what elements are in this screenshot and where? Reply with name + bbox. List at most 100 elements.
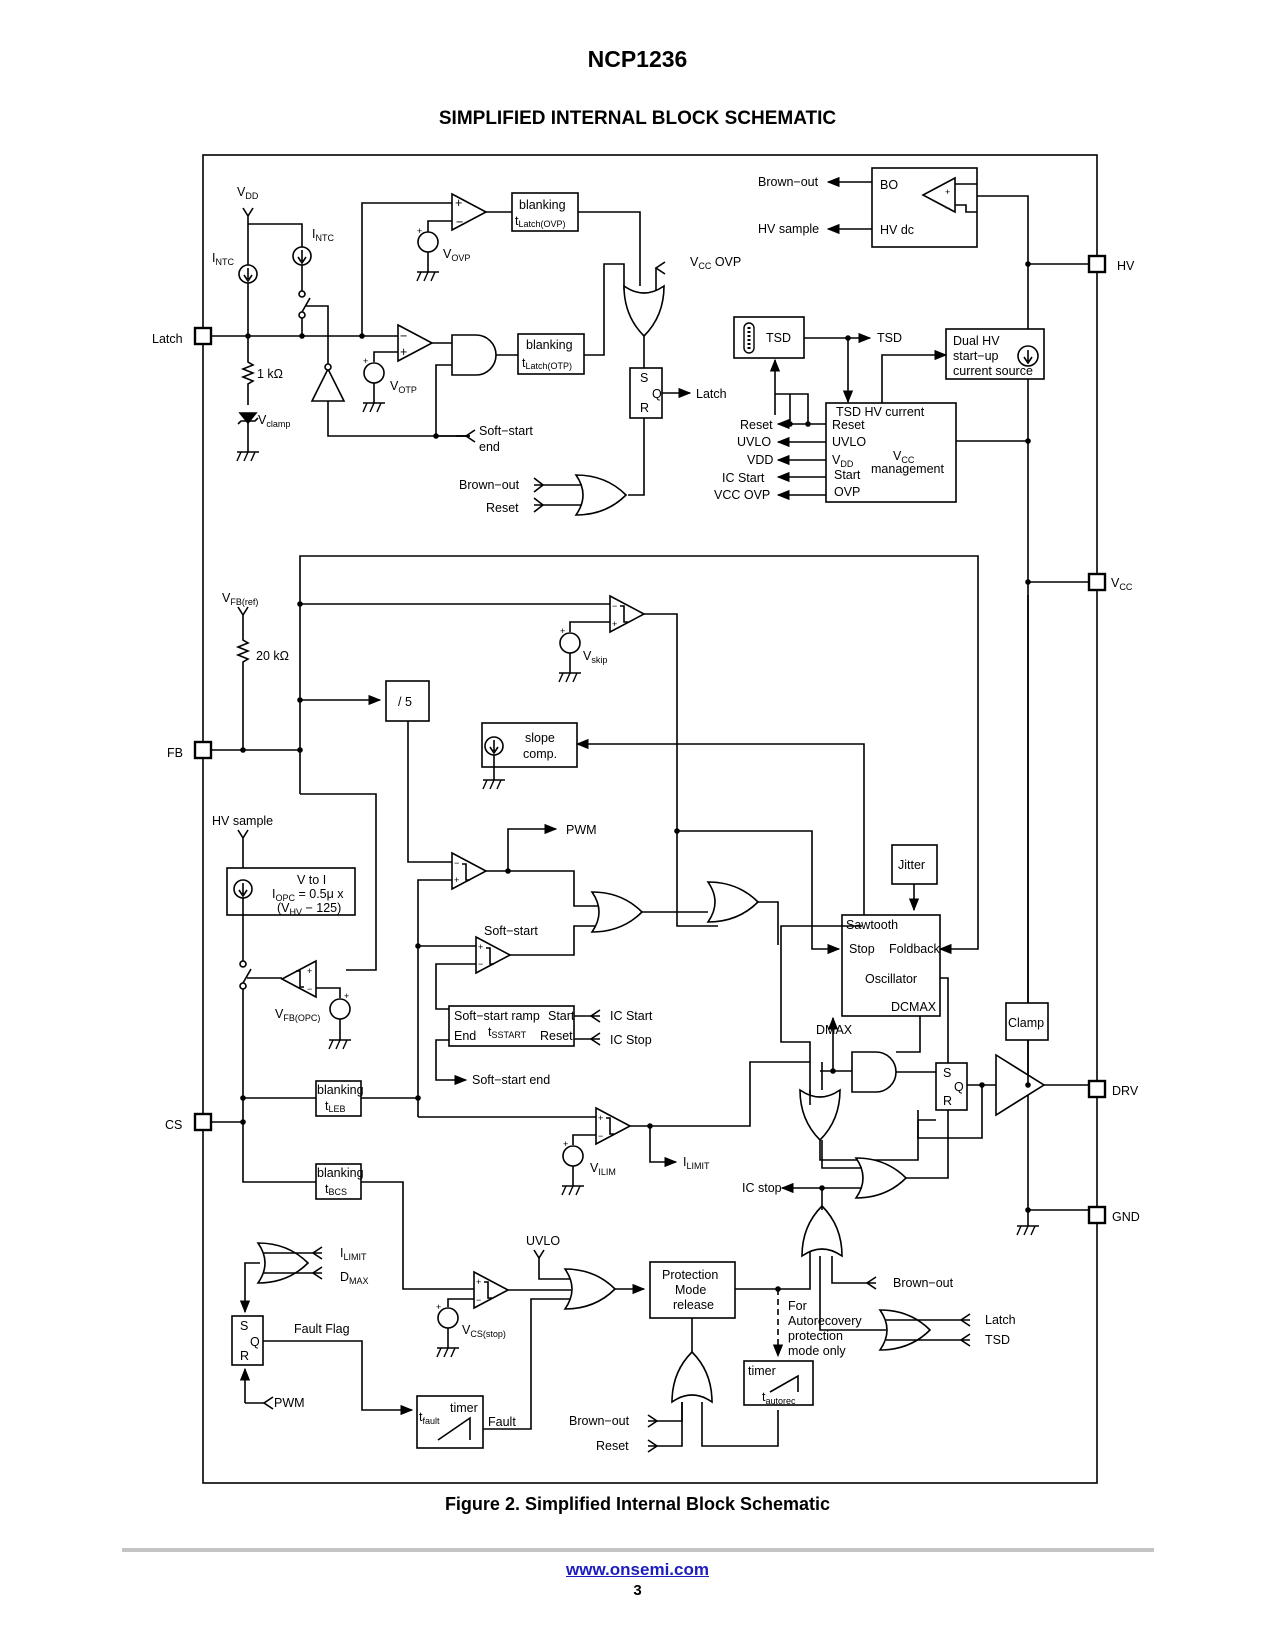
svg-text:IC Start: IC Start bbox=[722, 471, 765, 485]
svg-text:Soft−start end: Soft−start end bbox=[472, 1073, 550, 1087]
svg-text:R: R bbox=[240, 1349, 249, 1363]
svg-text:1 kΩ: 1 kΩ bbox=[257, 367, 283, 381]
pin-vcc: VCC bbox=[1087, 572, 1133, 592]
svg-text:VCC OVP: VCC OVP bbox=[690, 255, 741, 271]
svg-text:VCC: VCC bbox=[893, 449, 915, 465]
svg-text:UVLO: UVLO bbox=[832, 435, 866, 449]
skip-or-gate bbox=[707, 881, 759, 923]
svg-text:FB: FB bbox=[167, 746, 183, 760]
svg-text:−: − bbox=[307, 984, 312, 994]
svg-text:+: + bbox=[560, 626, 565, 636]
fault-timer-block bbox=[416, 1395, 484, 1449]
bo-block bbox=[871, 167, 978, 248]
svg-text:Q: Q bbox=[954, 1080, 964, 1094]
blanking-ovp-block bbox=[511, 192, 579, 232]
svg-text:R: R bbox=[640, 401, 649, 415]
svg-text:slope: slope bbox=[525, 731, 555, 745]
svg-text:End: End bbox=[454, 1029, 476, 1043]
svg-text:comp.: comp. bbox=[523, 747, 557, 761]
hv-section: BO HV dc + − Brown−out HV sample TSD TSD… bbox=[714, 167, 1089, 1210]
latch-sr-flipflop bbox=[629, 367, 663, 419]
svg-text:Brown−out: Brown−out bbox=[569, 1414, 630, 1428]
svg-text:+: + bbox=[563, 1139, 568, 1149]
svg-text:Dual HV: Dual HV bbox=[953, 334, 1000, 348]
votp-source bbox=[363, 362, 385, 384]
svg-text:VDD: VDD bbox=[237, 185, 259, 201]
svg-text:IOPC = 0.5μ x: IOPC = 0.5μ x bbox=[272, 887, 344, 903]
icstop-or-gate bbox=[855, 1157, 907, 1199]
vskip-source bbox=[559, 632, 581, 654]
svg-text:For: For bbox=[788, 1299, 807, 1313]
svg-text:+: + bbox=[344, 991, 349, 1001]
svg-text:Q: Q bbox=[652, 387, 662, 401]
svg-text:tSSTART: tSSTART bbox=[488, 1025, 527, 1040]
svg-text:CS: CS bbox=[165, 1118, 182, 1132]
svg-text:blanking: blanking bbox=[526, 338, 573, 352]
ilim-comparator bbox=[595, 1106, 632, 1146]
pin-fb: FB bbox=[167, 740, 213, 760]
svg-text:+: + bbox=[612, 619, 617, 629]
svg-text:ILIMIT: ILIMIT bbox=[683, 1155, 710, 1171]
svg-text:HV: HV bbox=[1117, 259, 1135, 273]
svg-text:Autorecovery: Autorecovery bbox=[788, 1314, 862, 1328]
svg-text:Reset: Reset bbox=[596, 1439, 629, 1453]
svg-text:Reset: Reset bbox=[740, 418, 773, 432]
latch-tsd-or-gate bbox=[879, 1309, 931, 1351]
jitter-block bbox=[891, 844, 938, 885]
latch-section: VDD INTC INTC 1 kΩ Vclamp + bbox=[211, 185, 741, 516]
svg-text:Soft−start: Soft−start bbox=[484, 924, 538, 938]
opc-comparator bbox=[280, 959, 317, 999]
fault-or-gate bbox=[257, 1242, 309, 1284]
svg-text:Brown−out: Brown−out bbox=[758, 175, 819, 189]
pwm-or-gate bbox=[591, 891, 643, 933]
svg-text:/ 5: / 5 bbox=[398, 695, 412, 709]
pin-hv: HV bbox=[1087, 254, 1135, 274]
pin-gnd: GND bbox=[1087, 1205, 1140, 1225]
ovp-comparator bbox=[451, 192, 488, 232]
pin-drv: DRV bbox=[1087, 1079, 1139, 1099]
svg-text:start−up: start−up bbox=[953, 349, 999, 363]
svg-text:Latch: Latch bbox=[985, 1313, 1016, 1327]
blanking-bcs-block bbox=[315, 1163, 362, 1200]
svg-text:ILIMIT: ILIMIT bbox=[340, 1246, 367, 1262]
svg-text:UVLO: UVLO bbox=[526, 1234, 560, 1248]
svg-text:−: − bbox=[476, 1295, 481, 1305]
dmax-and-gate bbox=[851, 1051, 897, 1093]
svg-text:INTC: INTC bbox=[312, 227, 334, 243]
otp-and-gate bbox=[451, 334, 497, 376]
svg-text:−: − bbox=[478, 959, 483, 969]
footer-divider bbox=[122, 1548, 1154, 1552]
pin-latch: Latch bbox=[152, 326, 213, 346]
svg-text:−: − bbox=[945, 203, 950, 213]
blanking-leb-block bbox=[315, 1080, 362, 1117]
footer-url-link[interactable]: www.onsemi.com bbox=[566, 1560, 709, 1579]
svg-text:+: + bbox=[307, 966, 312, 976]
svg-text:VDD: VDD bbox=[832, 453, 854, 469]
svg-text:protection: protection bbox=[788, 1329, 843, 1343]
svg-text:S: S bbox=[240, 1319, 248, 1333]
svg-text:Foldback: Foldback bbox=[889, 942, 940, 956]
svg-text:Start: Start bbox=[834, 468, 861, 482]
svg-text:Brown−out: Brown−out bbox=[459, 478, 520, 492]
clamp-block bbox=[1005, 1002, 1049, 1041]
svg-text:Mode: Mode bbox=[675, 1283, 706, 1297]
svg-text:management: management bbox=[871, 462, 944, 476]
svg-text:tBCS: tBCS bbox=[325, 1182, 347, 1197]
svg-text:IC Stop: IC Stop bbox=[610, 1033, 652, 1047]
release-or-gate bbox=[671, 1351, 713, 1403]
svg-text:Jitter: Jitter bbox=[898, 858, 925, 872]
blanking-otp-block bbox=[517, 333, 585, 375]
svg-text:Sawtooth: Sawtooth bbox=[846, 918, 898, 932]
svg-text:Latch: Latch bbox=[152, 332, 183, 346]
thermometer-icon bbox=[743, 322, 755, 354]
svg-text:−: − bbox=[612, 601, 617, 611]
svg-text:VFB(ref): VFB(ref) bbox=[222, 591, 258, 607]
svg-text:+: + bbox=[598, 1113, 603, 1123]
svg-text:VDD: VDD bbox=[747, 453, 773, 467]
svg-text:−: − bbox=[598, 1131, 603, 1141]
svg-text:DRV: DRV bbox=[1112, 1084, 1139, 1098]
latch-or-gate bbox=[623, 285, 665, 337]
cs-stop-comparator bbox=[473, 1270, 510, 1310]
svg-text:VCC: VCC bbox=[1111, 576, 1133, 592]
